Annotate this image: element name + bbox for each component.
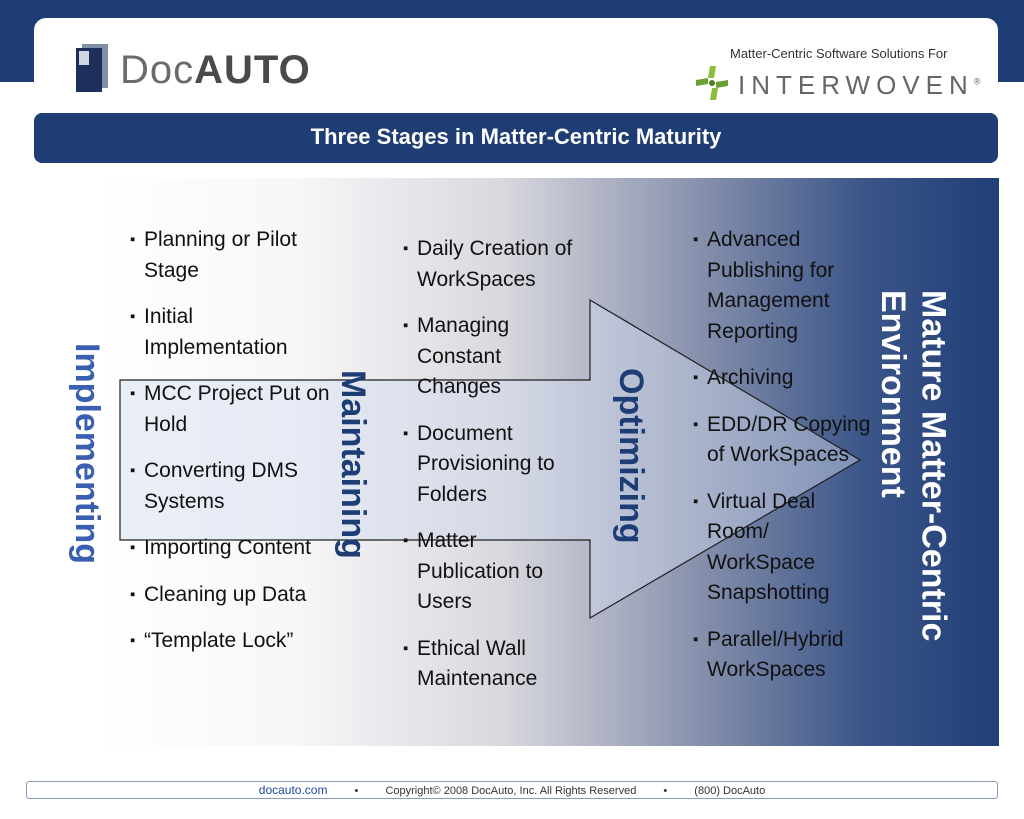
list-item: EDD/DR Copying of WorkSpaces [693, 410, 873, 471]
list-item: Archiving [693, 363, 873, 394]
list-item: Planning or Pilot Stage [130, 225, 330, 286]
interwoven-logo-icon [696, 66, 728, 100]
label-optimizing: Optimizing [612, 368, 650, 544]
interwoven-logo: Matter-Centric Software Solutions For IN… [694, 44, 980, 104]
label-mature-line2: Environment [873, 290, 912, 498]
list-item: Converting DMS Systems [130, 456, 330, 517]
footer-bar: docauto.com • Copyright© 2008 DocAuto, I… [26, 781, 998, 799]
interwoven-tagline: Matter-Centric Software Solutions For [730, 46, 948, 61]
label-mature-environment: Mature Matter-Centric Environment [872, 290, 954, 641]
interwoven-brand: INTERWOVEN® [738, 70, 981, 100]
label-implementing: Implementing [68, 343, 106, 565]
docauto-logo: DocAUTO [76, 42, 336, 94]
footer-separator: • [354, 785, 359, 797]
optimizing-list: Advanced Publishing for Management Repor… [693, 225, 873, 702]
footer-copyright: Copyright© 2008 DocAuto, Inc. All Rights… [385, 785, 637, 797]
implementing-list: Planning or Pilot Stage Initial Implemen… [130, 225, 330, 673]
list-item: Ethical Wall Maintenance [403, 634, 583, 695]
list-item: Managing Constant Changes [403, 311, 583, 403]
list-item: Matter Publication to Users [403, 526, 583, 618]
list-item: Initial Implementation [130, 302, 330, 363]
list-item: Virtual Deal Room/ WorkSpace Snapshottin… [693, 487, 873, 609]
footer-phone: (800) DocAuto [694, 785, 766, 797]
footer-site-link[interactable]: docauto.com [258, 783, 328, 797]
list-item: Advanced Publishing for Management Repor… [693, 225, 873, 347]
label-mature-line1: Mature Matter-Centric [914, 290, 953, 642]
list-item: “Template Lock” [130, 626, 330, 657]
list-item: MCC Project Put on Hold [130, 379, 330, 440]
maintaining-list: Daily Creation of WorkSpaces Managing Co… [403, 234, 583, 711]
list-item: Importing Content [130, 533, 330, 564]
footer-separator: • [663, 785, 668, 797]
list-item: Cleaning up Data [130, 580, 330, 611]
label-maintaining: Maintaining [334, 370, 372, 559]
header-card [34, 18, 998, 114]
slide-title: Three Stages in Matter-Centric Maturity [34, 113, 998, 163]
docauto-logo-icon [76, 44, 108, 92]
docauto-logo-text: DocAUTO [120, 48, 311, 92]
list-item: Document Provisioning to Folders [403, 419, 583, 511]
list-item: Parallel/Hybrid WorkSpaces [693, 625, 873, 686]
list-item: Daily Creation of WorkSpaces [403, 234, 583, 295]
